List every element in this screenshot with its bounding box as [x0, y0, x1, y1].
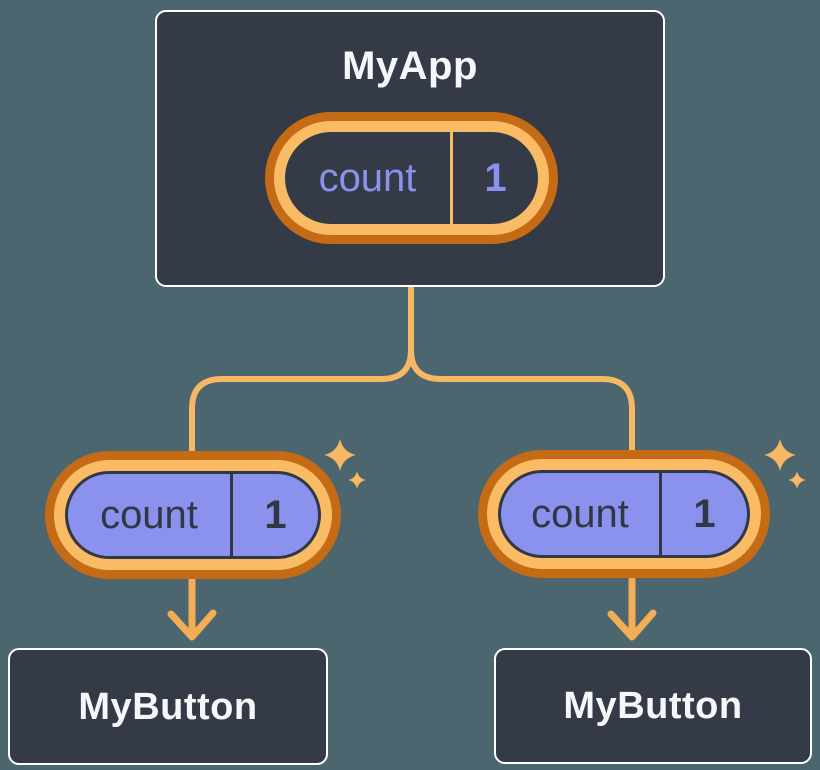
component-title: MyButton: [78, 685, 258, 728]
state-divider: [659, 473, 662, 555]
state-pill-body: count 1: [498, 470, 750, 558]
state-key: count: [531, 492, 629, 536]
state-pill-root: count 1: [265, 112, 558, 244]
state-divider: [450, 132, 453, 224]
sparkle-icon: [324, 439, 366, 489]
state-divider: [230, 474, 233, 556]
component-title: MyButton: [563, 685, 743, 727]
arrow-down-icon: [607, 575, 657, 641]
component-node-mybutton-right: MyButton: [494, 648, 812, 764]
state-value: 1: [264, 493, 287, 537]
state-pill-body: count 1: [285, 132, 538, 224]
state-pill-child-right: count 1: [478, 450, 770, 578]
component-title: MyApp: [342, 44, 478, 88]
state-value: 1: [484, 156, 507, 200]
component-node-mybutton-left: MyButton: [8, 648, 328, 765]
arrow-down-icon: [167, 574, 217, 641]
tree-branch-connector: [189, 285, 635, 455]
state-key: count: [318, 156, 417, 200]
state-pill-child-left: count 1: [45, 451, 341, 579]
state-pill-body: count 1: [65, 471, 321, 559]
sparkle-icon: [764, 439, 806, 489]
state-key: count: [100, 493, 198, 537]
state-value: 1: [693, 492, 716, 536]
